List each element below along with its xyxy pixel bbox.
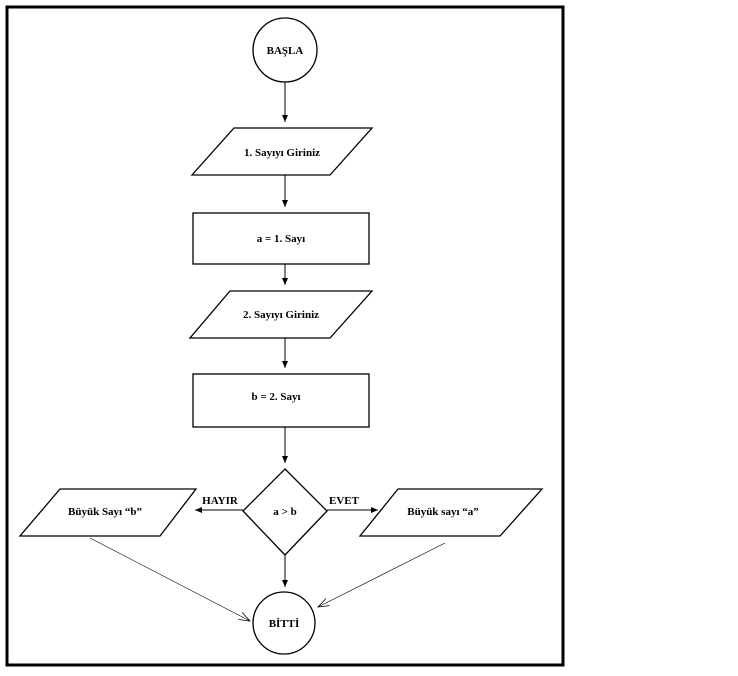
assign-b-label: b = 2. Sayı [251, 391, 300, 403]
input1-label: 1. Sayıyı Giriniz [244, 147, 320, 159]
edge-output-b-to-end [89, 537, 250, 621]
input2-node: 2. Sayıyı Giriniz [188, 290, 374, 339]
decision-label: a > b [273, 506, 296, 518]
output-a-label: Büyük sayı “a” [407, 506, 479, 518]
end-node: BİTTİ [252, 591, 316, 655]
yes-branch-label: EVET [329, 495, 360, 507]
output-a-node: Büyük sayı “a” [358, 488, 544, 537]
output-b-label: Büyük Sayı “b” [68, 506, 142, 518]
assign-b-node: b = 2. Sayı [192, 373, 370, 428]
assign-a-label: a = 1. Sayı [257, 233, 305, 245]
end-label: BİTTİ [269, 618, 300, 630]
diagram-frame [5, 5, 565, 667]
start-node: BAŞLA [252, 17, 318, 83]
decision-node: a > b [242, 468, 328, 556]
output-b-node: Büyük Sayı “b” [18, 488, 198, 537]
input2-label: 2. Sayıyı Giriniz [243, 309, 319, 321]
start-label: BAŞLA [267, 45, 304, 57]
assign-a-node: a = 1. Sayı [192, 212, 370, 265]
input1-node: 1. Sayıyı Giriniz [190, 127, 374, 176]
edge-output-a-to-end [318, 542, 446, 607]
no-branch-label: HAYIR [202, 495, 239, 507]
